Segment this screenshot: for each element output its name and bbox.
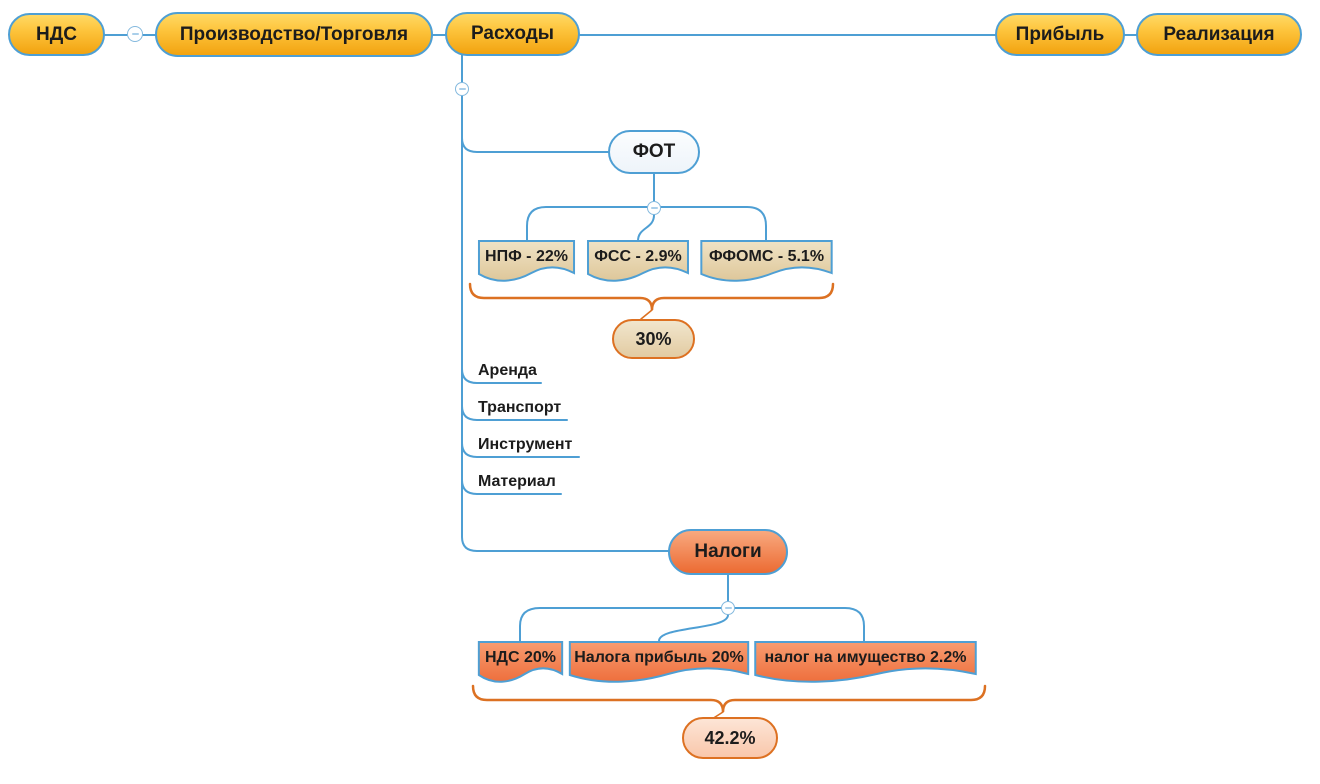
node-fot-label: ФОТ bbox=[632, 141, 676, 162]
wavy-flag-shape bbox=[753, 641, 978, 687]
node-ffoms[interactable]: ФФОМС - 5.1% bbox=[700, 240, 833, 286]
expense-item-transport[interactable]: Транспорт bbox=[478, 399, 562, 416]
collapse-button[interactable] bbox=[647, 201, 661, 215]
node-taxes[interactable]: Налоги bbox=[668, 529, 788, 575]
node-expenses[interactable]: Расходы bbox=[445, 12, 580, 56]
node-npf[interactable]: НПФ - 22% bbox=[478, 240, 575, 286]
node-fss-label: ФСС - 2.9% bbox=[594, 248, 682, 265]
expense-item-material[interactable]: Материал bbox=[478, 473, 556, 490]
summary-taxes-total-label: 42.2% bbox=[704, 727, 756, 748]
wavy-flag-shape bbox=[700, 240, 833, 286]
summary-taxes-total[interactable]: 42.2% bbox=[682, 717, 778, 759]
wavy-flag-shape bbox=[478, 240, 575, 286]
node-expenses-label: Расходы bbox=[470, 23, 555, 44]
wavy-flag-shape bbox=[587, 240, 689, 286]
node-tax-nds[interactable]: НДС 20% bbox=[478, 641, 563, 687]
node-ffoms-label: ФФОМС - 5.1% bbox=[708, 248, 825, 265]
expense-item-arenda[interactable]: Аренда bbox=[478, 362, 537, 379]
node-fot[interactable]: ФОТ bbox=[608, 130, 700, 174]
minus-icon bbox=[724, 607, 732, 609]
wavy-flag-shape bbox=[478, 641, 563, 687]
node-fss[interactable]: ФСС - 2.9% bbox=[587, 240, 689, 286]
node-nds[interactable]: НДС bbox=[8, 13, 105, 56]
node-profit-label: Прибыль bbox=[1015, 23, 1105, 45]
node-tax-profit[interactable]: Налога прибыль 20% bbox=[568, 641, 750, 687]
node-tax-nds-label: НДС 20% bbox=[485, 649, 556, 666]
node-profit[interactable]: Прибыль bbox=[995, 13, 1125, 56]
collapse-button[interactable] bbox=[127, 26, 143, 42]
node-tax-property-label: налог на имущество 2.2% bbox=[764, 649, 967, 666]
minus-icon bbox=[131, 33, 139, 35]
node-nds-label: НДС bbox=[36, 23, 77, 45]
node-tax-property[interactable]: налог на имущество 2.2% bbox=[753, 641, 978, 687]
minus-icon bbox=[650, 207, 658, 209]
node-sales-label: Реализация bbox=[1163, 23, 1275, 45]
summary-payroll-total-label: 30% bbox=[635, 328, 672, 349]
collapse-button[interactable] bbox=[721, 601, 735, 615]
node-production[interactable]: Производство/Торговля bbox=[155, 12, 433, 57]
expense-item-instrument[interactable]: Инструмент bbox=[478, 436, 573, 453]
node-taxes-label: Налоги bbox=[694, 541, 762, 562]
node-npf-label: НПФ - 22% bbox=[485, 248, 568, 265]
wavy-flag-shape bbox=[568, 641, 750, 687]
node-tax-profit-label: Налога прибыль 20% bbox=[574, 649, 744, 666]
node-production-label: Производство/Торговля bbox=[179, 23, 409, 45]
summary-payroll-total[interactable]: 30% bbox=[612, 319, 695, 359]
node-sales[interactable]: Реализация bbox=[1136, 13, 1302, 56]
minus-icon bbox=[458, 88, 466, 90]
collapse-button[interactable] bbox=[455, 82, 469, 96]
